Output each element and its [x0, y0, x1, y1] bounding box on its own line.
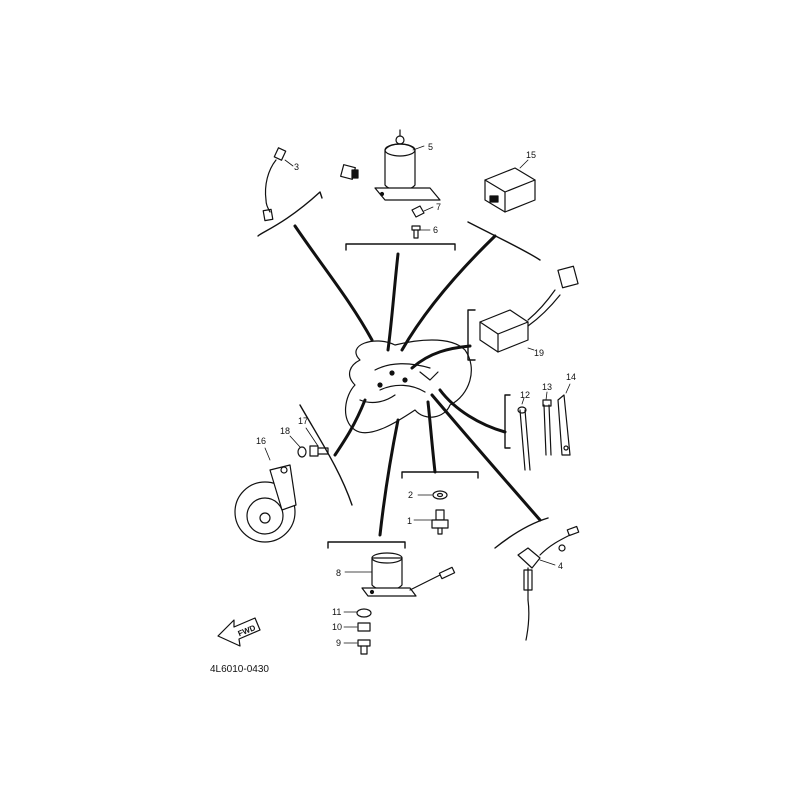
part-8-unit [361, 552, 456, 597]
part-11-washer [356, 608, 372, 618]
part-10-nut [357, 622, 371, 632]
part-9-bolt [357, 639, 371, 655]
callout-19: 19 [534, 348, 544, 358]
callout-16: 16 [256, 436, 266, 446]
part-5-main-switch [340, 129, 441, 201]
callout-15: 15 [526, 150, 536, 160]
callout-11: 11 [332, 607, 341, 617]
callout-7: 7 [436, 202, 441, 212]
part-3-sensor [262, 147, 287, 222]
callout-9: 9 [336, 638, 341, 648]
leader-lines [293, 224, 542, 537]
part-15-relay [484, 167, 536, 213]
part-16-horn [234, 464, 297, 543]
callout-10: 10 [332, 622, 342, 632]
callout-18: 18 [280, 426, 290, 436]
part-1-switch [431, 509, 449, 535]
wire-harness [345, 339, 472, 434]
drawing-code: 4L6010-0430 [210, 664, 269, 675]
part-19-connector [479, 265, 579, 353]
callout-8: 8 [336, 568, 341, 578]
part-4-plug-cap [517, 525, 580, 641]
callout-5: 5 [428, 142, 433, 152]
part-7-nut [411, 205, 425, 218]
group-brackets [257, 191, 549, 549]
part-6-bolt [411, 225, 421, 239]
part-17-bolt [309, 445, 329, 457]
callout-4: 4 [558, 561, 563, 571]
forward-arrow-icon: FWD [217, 617, 261, 647]
callout-13: 13 [542, 382, 552, 392]
callout-12: 12 [520, 390, 530, 400]
callout-1: 1 [407, 516, 412, 526]
part-12-band [517, 406, 531, 471]
part-13-band [542, 399, 552, 456]
callout-leaders [264, 145, 571, 644]
part-18-washer [297, 446, 307, 458]
callout-2: 2 [408, 490, 413, 500]
callout-3: 3 [294, 162, 299, 172]
part-14-clamp [557, 394, 571, 456]
callout-17: 17 [298, 416, 308, 426]
callout-14: 14 [566, 372, 576, 382]
part-2-washer [432, 490, 448, 500]
callout-6: 6 [433, 225, 438, 235]
callout-numbers: 3 5 7 6 15 19 12 13 14 16 18 17 2 1 8 4 … [256, 142, 576, 648]
